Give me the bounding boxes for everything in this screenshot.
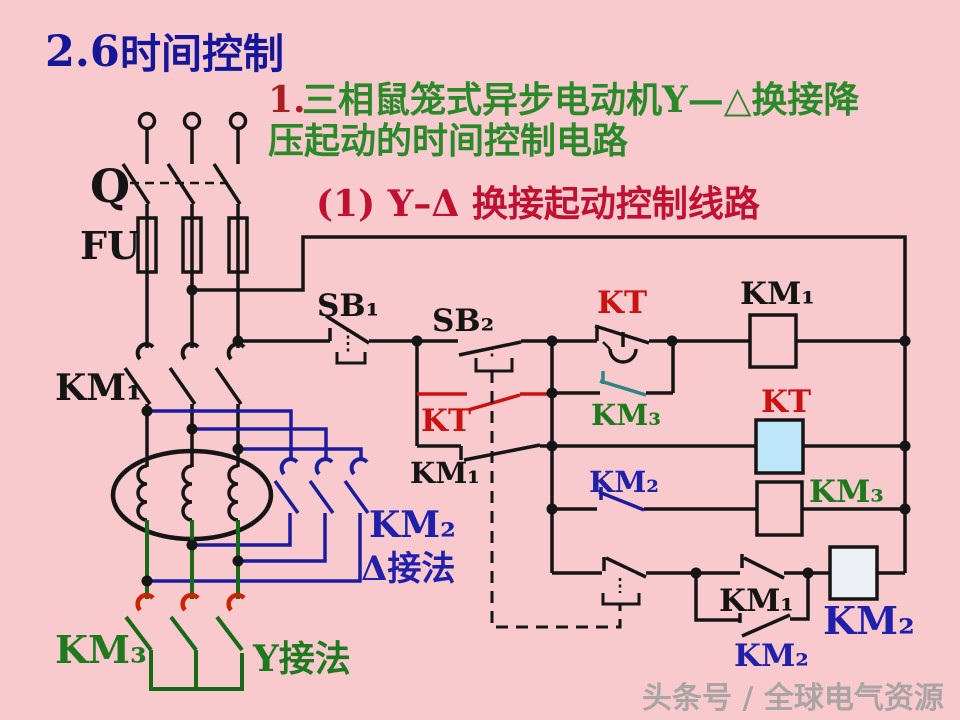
km1-aux-contact [740, 554, 785, 580]
kt-delay-arc [608, 348, 638, 364]
km1-main-label: KM₁ [55, 367, 142, 409]
km3-interlock-contact [599, 371, 647, 397]
kt-delay-contact [594, 324, 650, 347]
linked-bracket [601, 593, 641, 606]
contact-hook-red [135, 592, 155, 612]
km2-interlock-label: KM₂ [589, 465, 659, 499]
heading-line2: 压起动的时间控制电路 [268, 120, 629, 162]
kt-delay-arrow [602, 341, 611, 350]
top-and-right-bus [192, 235, 907, 573]
motor-winding [136, 464, 148, 522]
contact-hook [279, 457, 299, 476]
kt-coil-box [754, 418, 805, 475]
contact-hook [180, 342, 200, 361]
heading-number: 1. [268, 79, 306, 121]
sb2-bracket [474, 358, 514, 373]
fuses [136, 216, 249, 348]
star-point-bus [149, 650, 244, 691]
delta-wiring-km2 [147, 409, 370, 583]
km1-main-contacts [123, 342, 246, 467]
mechanical-link-dashed [490, 371, 622, 629]
km2-coil-box [828, 545, 879, 601]
km1-aux-label: KM₁ [719, 583, 794, 619]
sb1-label: SB₁ [317, 288, 379, 324]
page-title-number: 2.6 [45, 27, 120, 77]
km1-selfhold-contact [417, 443, 552, 462]
km1-coil-box [748, 313, 798, 369]
watermark: 头条号 / 全球电气资源 [642, 681, 944, 716]
km2-selfhold-contact [738, 613, 791, 638]
contact-hook [135, 342, 155, 361]
sb2-label: SB₂ [432, 303, 494, 339]
contact-hook [314, 457, 334, 476]
km1-selfhold-label: KM₁ [410, 456, 480, 490]
km2-delta-label: KM₂ [369, 504, 456, 546]
contact-hook [349, 457, 369, 476]
heading-line1: 三相鼠笼式异步电动机Y—△换接降 [302, 79, 859, 121]
contact-hook-red [180, 592, 200, 612]
page-title: 时间控制 [120, 30, 284, 78]
km2-interlock-contact [598, 487, 645, 512]
contact-hook-red [226, 592, 246, 612]
kt-instant-label: KT [421, 403, 471, 439]
km3-interlock-label: KM₃ [591, 398, 661, 432]
km3-coil-label: KM₃ [809, 474, 884, 510]
kt-coil-label: KT [761, 384, 811, 420]
breaker-label: Q [90, 159, 130, 213]
kt-delay-label: KT [597, 285, 647, 321]
breaker-q-switch [121, 128, 242, 272]
star-wiring-km3 [124, 520, 246, 691]
km3-coil-box [755, 480, 804, 537]
power-supply-terminals [137, 111, 248, 131]
control-circuit [192, 235, 907, 638]
sb1-bracket [335, 352, 367, 365]
motor-winding [181, 464, 193, 522]
sb2-linked-contact [602, 556, 647, 579]
km2-main-blades [273, 479, 370, 515]
delta-connection-label: Δ接法 [361, 549, 455, 589]
sb2-contact [458, 340, 522, 357]
subheading: (1) Y–Δ 换接起动控制线路 [316, 183, 761, 225]
km3-main-blades [124, 615, 244, 652]
km1-coil-label: KM₁ [740, 276, 815, 312]
fuse-label: FU [80, 223, 140, 268]
motor-winding [227, 464, 239, 522]
star-connection-label: Y接法 [252, 638, 351, 680]
junction-dots [141, 284, 911, 587]
km3-star-label: KM₃ [55, 627, 147, 672]
km2-selfhold-label: KM₂ [734, 638, 809, 674]
km2-coil-label: KM₂ [823, 598, 915, 643]
